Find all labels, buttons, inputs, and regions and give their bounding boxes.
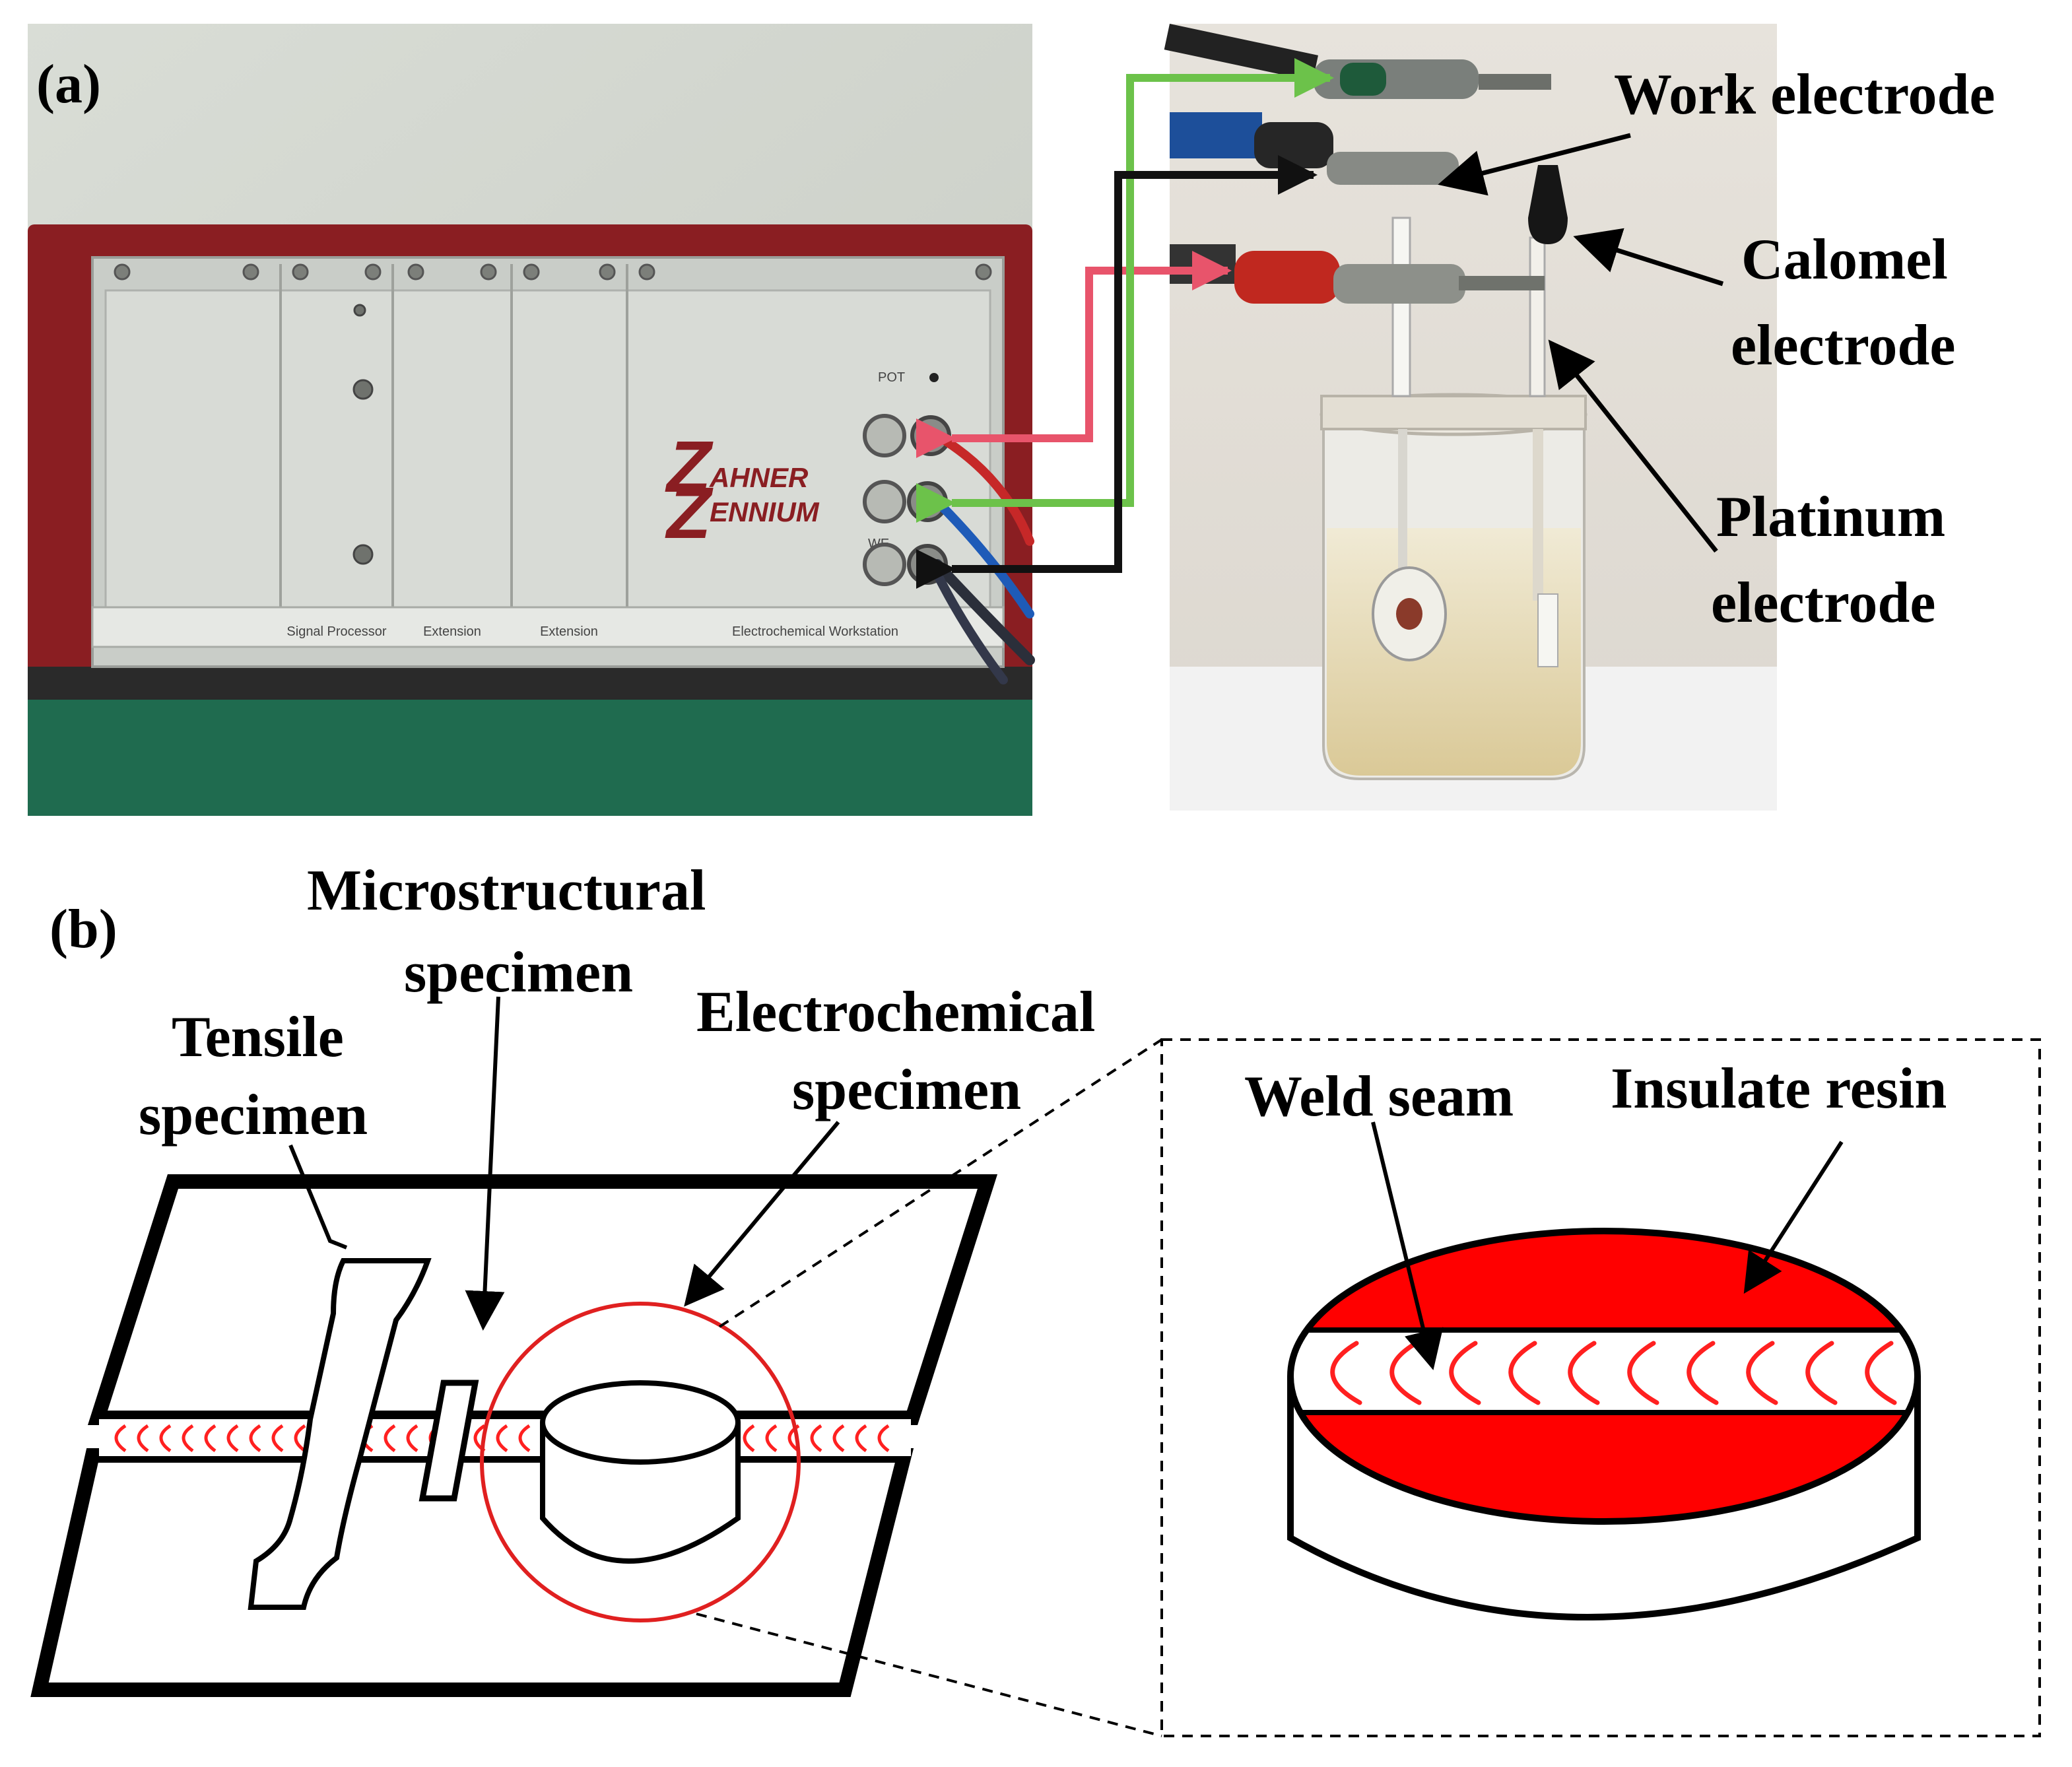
panel-a: Signal Processor Extension Extension Ele… bbox=[28, 24, 1995, 816]
workstation-photo: Signal Processor Extension Extension Ele… bbox=[28, 24, 1035, 816]
label-insulate-resin: Insulate resin bbox=[1611, 1057, 1947, 1121]
label-calomel-1: Calomel bbox=[1741, 228, 1948, 292]
weld-arc bbox=[406, 1424, 418, 1453]
toggle-switch-icons bbox=[352, 304, 374, 565]
label-electro-2: specimen bbox=[792, 1058, 1021, 1122]
svg-text:Z: Z bbox=[665, 426, 714, 508]
module-label-ext2: Extension bbox=[540, 624, 598, 639]
weld-seam-band bbox=[1290, 1327, 1918, 1415]
weld-arc bbox=[271, 1424, 284, 1453]
panel-b-label: (b) bbox=[50, 898, 117, 960]
indicator-light bbox=[929, 373, 939, 382]
label-calomel-2: electrode bbox=[1731, 314, 1955, 378]
label-tensile-1: Tensile bbox=[172, 1005, 344, 1069]
brand-logo: Z AHNER Z ENNIUM bbox=[665, 426, 820, 554]
weld-arc bbox=[765, 1424, 778, 1453]
weld-arc bbox=[518, 1424, 531, 1453]
weld-arc bbox=[226, 1424, 239, 1453]
module-label-signal: Signal Processor bbox=[286, 624, 387, 639]
weld-arc bbox=[877, 1424, 890, 1453]
panel-b-arrows bbox=[288, 996, 840, 1331]
electrochemical-specimen bbox=[540, 1380, 741, 1564]
zoom-lines bbox=[696, 1038, 2041, 1737]
label-electro-1: Electrochemical bbox=[696, 980, 1095, 1044]
weld-arc bbox=[810, 1424, 822, 1453]
black-wire bbox=[916, 155, 1318, 589]
svg-text:AHNER: AHNER bbox=[709, 462, 809, 493]
weld-arc bbox=[137, 1424, 149, 1453]
microstructural-specimen bbox=[418, 1380, 479, 1502]
zoom-arrows bbox=[1371, 1121, 1844, 1370]
weld-arc bbox=[855, 1424, 867, 1453]
weld-arc bbox=[294, 1424, 306, 1453]
module-label-workstation: Electrochemical Workstation bbox=[732, 624, 898, 639]
panel-a-label: (a) bbox=[36, 53, 101, 115]
panel-b: (b) bbox=[30, 859, 2041, 1737]
zoomed-weld-arcs bbox=[1330, 1341, 1897, 1405]
label-platinum-2: electrode bbox=[1711, 571, 1935, 635]
weld-arc bbox=[832, 1424, 845, 1453]
module-label-ext1: Extension bbox=[423, 624, 481, 639]
weld-arc bbox=[114, 1424, 127, 1453]
label-weld-seam: Weld seam bbox=[1244, 1065, 1514, 1129]
weld-arc bbox=[159, 1424, 172, 1453]
connection-wires bbox=[916, 58, 1334, 589]
pointer-arrows bbox=[1438, 133, 1724, 553]
weld-arc bbox=[384, 1424, 396, 1453]
selection-circle bbox=[480, 1302, 801, 1622]
label-tensile-2: specimen bbox=[139, 1083, 368, 1147]
zoomed-specimen bbox=[1287, 1228, 1921, 1620]
weld-arc bbox=[249, 1424, 261, 1453]
svg-text:Z: Z bbox=[665, 473, 714, 554]
weld-arc bbox=[204, 1424, 217, 1453]
label-platinum-1: Platinum bbox=[1716, 485, 1945, 549]
weld-arc bbox=[182, 1424, 194, 1453]
upper-plate bbox=[87, 1174, 998, 1425]
weld-arc bbox=[743, 1424, 755, 1453]
label-micro-2: specimen bbox=[404, 941, 633, 1005]
cell-photo bbox=[1164, 24, 1777, 811]
tensile-specimen bbox=[248, 1258, 432, 1610]
svg-text:ENNIUM: ENNIUM bbox=[710, 496, 820, 527]
lower-plate bbox=[30, 1448, 914, 1697]
weld-arc bbox=[496, 1424, 508, 1453]
port-label-pot: POT bbox=[878, 370, 905, 385]
label-work-electrode: Work electrode bbox=[1614, 63, 1995, 127]
label-micro-1: Microstructural bbox=[307, 859, 706, 923]
